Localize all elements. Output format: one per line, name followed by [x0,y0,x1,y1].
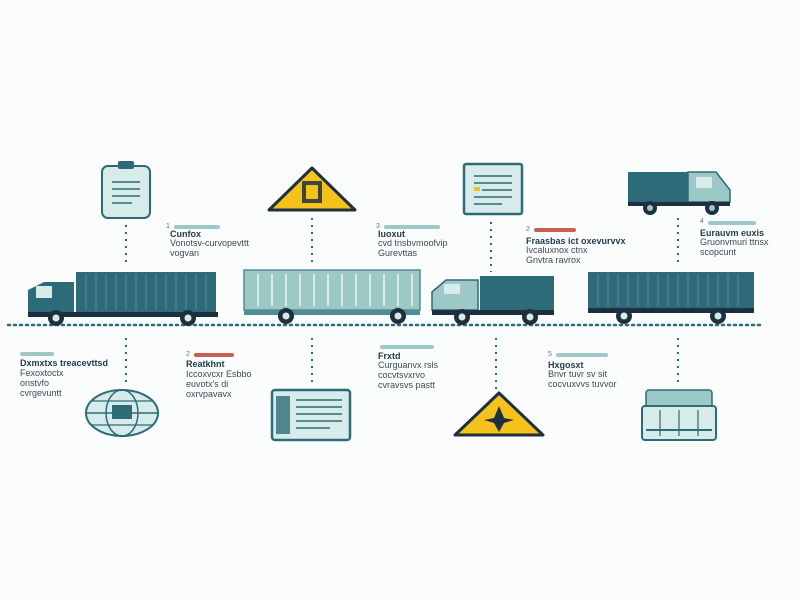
truck-icon [588,272,754,324]
truck-icon [628,171,731,215]
label-accent-bar [556,353,608,357]
truck-icon [243,269,421,324]
document-icon [462,162,524,216]
ledger-document-icon [270,388,352,442]
globe-icon [85,389,159,437]
label-accent-bar [708,221,756,225]
label-accent-bar [174,225,220,229]
label-accent-bar [384,225,440,229]
label-accent-bar [380,345,434,349]
label-accent-bar [194,353,234,357]
hazard-sign-icon [453,391,545,437]
truck-icon [431,276,554,325]
truck-icon [28,272,218,326]
warning-sign-icon [267,166,357,212]
label-accent-bar [20,352,54,356]
label-accent-bar [534,228,576,232]
crate-icon [641,389,717,441]
document-icon [101,161,151,219]
